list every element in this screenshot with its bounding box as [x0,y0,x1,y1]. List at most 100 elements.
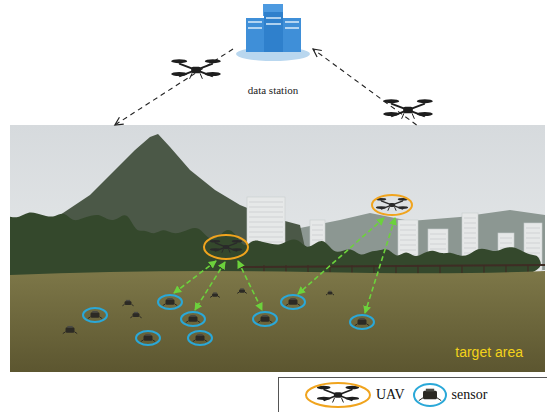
sensor-icon-part [289,299,298,304]
uav-icon-part [402,199,403,201]
uav-icon-part [381,199,382,201]
server-icon-part [246,18,264,52]
sensor-icon-part [359,318,364,320]
target-area: target area [10,125,545,372]
sensor-icon-part [67,326,72,328]
window-row [430,234,446,235]
sensor-icon-part [75,332,78,334]
uav-icon-part [190,73,192,79]
field-photo [10,125,545,372]
sensor-icon-part [218,296,220,297]
uav-icon-part [352,398,353,400]
uav-icon-part [171,72,187,76]
uav-icon [171,59,221,79]
sensor-icon-part [100,317,103,319]
sensor-icon-part [425,389,433,392]
sensor-icon-part [239,289,245,293]
uav-icon-part [383,99,399,103]
uav-icon-part [417,99,433,103]
sensor-ring [350,315,374,329]
uav-icon-part [171,59,187,63]
uav-icon-part [232,240,242,243]
uav-icon-part [398,206,408,209]
uav-icon-part [191,67,201,73]
window-row [526,248,540,249]
server-icon-part [266,23,281,24]
sensor-icon-part [261,316,270,321]
sensor-icon-part [196,335,205,340]
server-icon-part [266,17,281,18]
sensor-icon-part [190,315,195,317]
sensor-icon-part [144,335,153,340]
sensor-icon [286,298,300,306]
node-label: data station [248,84,298,96]
sensor-icon [237,288,247,293]
sensor-icon [141,334,155,342]
sensor-icon-part [418,398,422,401]
uav-icon [383,99,433,119]
sensor-icon-part [286,304,289,306]
sensor-icon-part [245,292,247,293]
window-row [400,245,416,246]
sensor-icon-part [212,293,218,297]
sensor-icon-part [91,312,100,317]
uav-icon-part [179,61,180,63]
uav-icon-part [210,248,220,251]
window-row [430,239,446,240]
window-row [500,243,512,244]
sensor-icon-part [141,340,144,342]
sensor-icon-part [197,334,202,336]
sensor-icon-part [126,300,130,301]
window-row [249,202,283,203]
window-row [464,238,476,239]
sensor-icon-part [240,288,244,289]
window-row [526,233,540,234]
server-icon-part [248,21,262,22]
server-icon-part [264,12,283,52]
sensor-icon-part [88,317,91,319]
sensor-icon [355,318,369,326]
sensor-icon [130,312,141,318]
uav-icon-part [205,72,221,76]
window-row [249,222,283,223]
window-row [464,228,476,229]
uav-icon-part [323,388,324,390]
sensor-icon-part [132,304,134,305]
window-row [400,250,416,251]
sensor-icon [122,300,133,306]
sensor-icon [163,298,177,306]
sensor-ring [158,295,182,309]
sensor-icon-part [210,296,212,297]
uav-icon-part [417,112,433,116]
uav-icon [376,198,408,211]
uav-icon-part [236,250,237,252]
legend-sample-part [306,383,370,407]
sensor-icon-part [193,340,196,342]
legend-sample [411,381,449,409]
area-label: target area [455,344,523,360]
link-arrow [195,262,225,310]
sensor-icon-part [329,291,332,292]
sensor-icon-part [140,316,142,317]
uav-icon-part [179,74,180,76]
link-arrow [298,218,384,294]
sensor-icon-part [328,292,333,295]
uav-icon-part [341,398,343,403]
sensor-icon-part [133,313,140,317]
window-row [464,223,476,224]
sensor-icon-part [153,340,156,342]
window-row [312,230,323,231]
uav-icon-part [333,398,335,403]
uav-icon-part [412,113,414,119]
uav-icon-part [200,73,202,79]
uav-icon-part [424,114,425,116]
window-row [526,243,540,244]
uav-icon-part [212,61,213,63]
uav-icon-part [223,245,229,249]
legend-item: UAV [303,380,405,410]
legend-label: UAV [376,387,405,403]
uav-icon-part [403,107,413,113]
sensor-icon-part [175,304,178,306]
sensor-icon-part [213,292,217,293]
